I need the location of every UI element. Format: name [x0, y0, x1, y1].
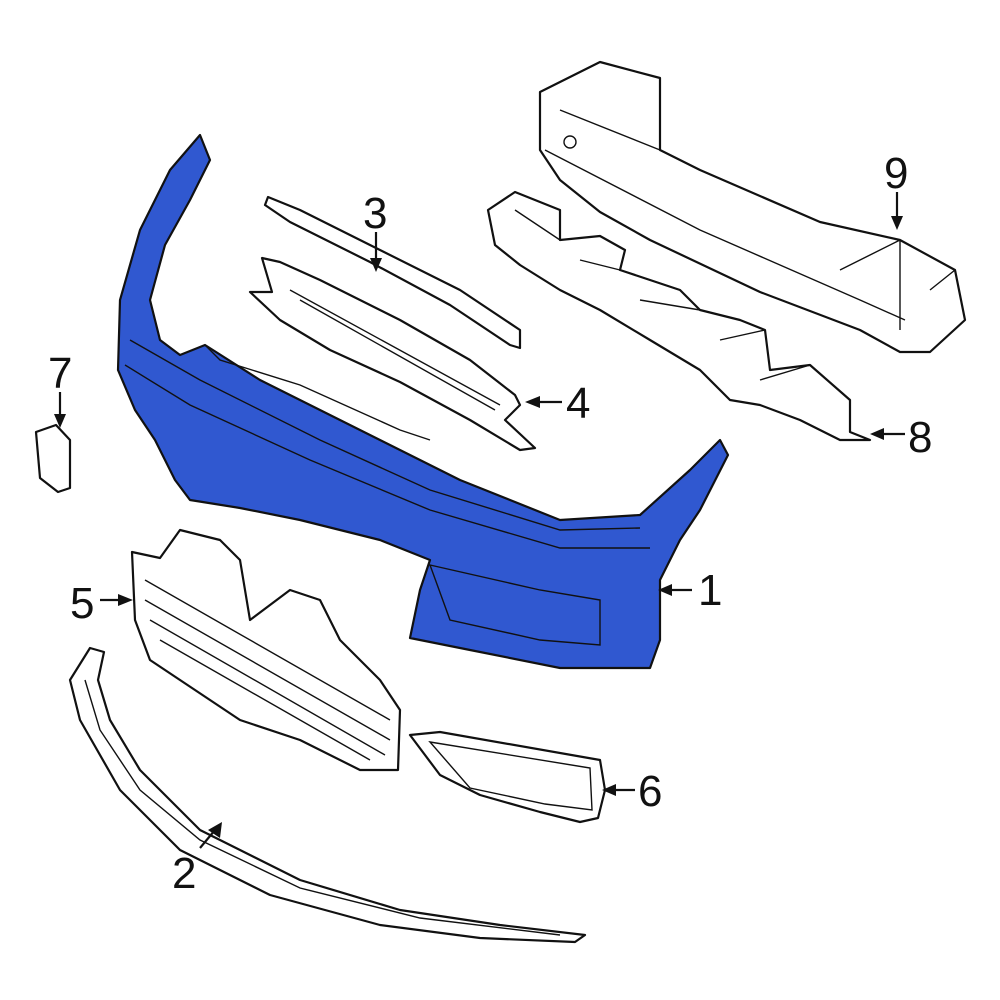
fog-lamp-bezel-part — [408, 730, 607, 824]
callout-6: 6 — [638, 767, 662, 816]
grille-support-part — [130, 528, 402, 772]
callout-arrows — [54, 192, 905, 849]
impact-bar-part — [538, 60, 967, 354]
callout-labels: 1 2 3 4 5 6 7 8 9 — [48, 149, 932, 898]
callout-2: 2 — [172, 849, 196, 898]
callout-4: 4 — [566, 379, 590, 428]
sensor-bracket-part — [34, 423, 72, 494]
callout-5: 5 — [70, 579, 94, 628]
cover-support-bracket-part — [248, 256, 537, 452]
callout-9: 9 — [884, 149, 908, 198]
upper-molding-strip-part — [263, 195, 522, 350]
energy-absorber-part — [486, 190, 872, 442]
lower-spoiler-trim-part — [68, 646, 587, 944]
callout-1: 1 — [698, 566, 722, 615]
callout-8: 8 — [908, 413, 932, 462]
callout-3: 3 — [363, 189, 387, 238]
bumper-cover-part — [116, 133, 730, 670]
callout-7: 7 — [48, 349, 72, 398]
